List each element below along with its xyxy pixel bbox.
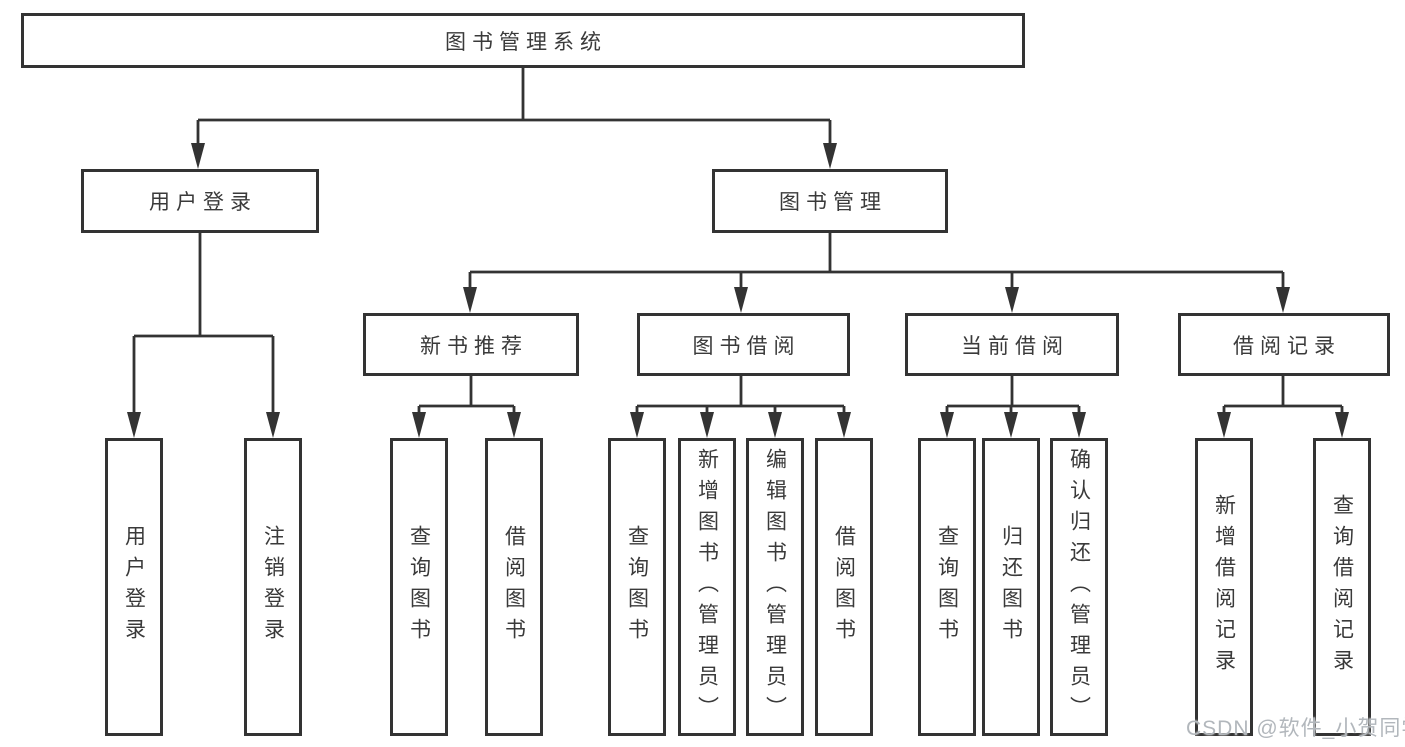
leaf-query-borrow-record: 查询借阅记录 [1313, 438, 1371, 736]
node-label: 借阅图书 [832, 525, 856, 649]
leaf-query-books-borrowing: 查询图书 [608, 438, 666, 736]
node-label: 当前借阅 [961, 334, 1069, 358]
node-label: 查询图书 [407, 525, 431, 649]
node-label: 查询图书 [625, 525, 649, 649]
leaf-edit-books-admin: 编辑图书（管理员） [746, 438, 804, 736]
node-label: 归还图书 [999, 525, 1023, 649]
node-user-login: 用户登录 [81, 169, 319, 233]
node-label: 用户登录 [122, 525, 146, 649]
node-current-borrowing: 当前借阅 [905, 313, 1119, 376]
node-library-management-system: 图书管理系统 [21, 13, 1025, 68]
leaf-logout: 注销登录 [244, 438, 302, 736]
leaf-query-books-current: 查询图书 [918, 438, 976, 736]
node-label: 查询借阅记录 [1330, 494, 1354, 680]
node-book-management: 图书管理 [712, 169, 948, 233]
node-new-book-recommendation: 新书推荐 [363, 313, 579, 376]
leaf-borrow-books-recommend: 借阅图书 [485, 438, 543, 736]
leaf-return-books: 归还图书 [982, 438, 1040, 736]
node-label: 图书管理系统 [445, 30, 607, 54]
node-label: 新增借阅记录 [1212, 494, 1236, 680]
node-label: 注销登录 [261, 525, 285, 649]
leaf-confirm-return-admin: 确认归还（管理员） [1050, 438, 1108, 736]
leaf-add-books-admin: 新增图书（管理员） [678, 438, 736, 736]
node-book-borrowing: 图书借阅 [637, 313, 850, 376]
leaf-query-books-recommend: 查询图书 [390, 438, 448, 736]
node-label: 用户登录 [149, 191, 257, 214]
node-label: 新增图书（管理员） [695, 447, 719, 727]
node-label: 新书推荐 [420, 334, 528, 358]
node-label: 编辑图书（管理员） [763, 447, 787, 727]
node-borrowing-records: 借阅记录 [1178, 313, 1390, 376]
node-label: 借阅记录 [1233, 334, 1341, 358]
node-label: 图书借阅 [692, 334, 801, 358]
leaf-user-login: 用户登录 [105, 438, 163, 736]
node-label: 查询图书 [935, 525, 959, 649]
leaf-add-borrow-record: 新增借阅记录 [1195, 438, 1253, 736]
node-label: 图书管理 [779, 191, 887, 214]
csdn-watermark: CSDN @软件_小贺同学 [1186, 717, 1405, 740]
node-label: 确认归还（管理员） [1067, 447, 1091, 727]
node-label: 借阅图书 [502, 525, 526, 649]
leaf-borrow-books: 借阅图书 [815, 438, 873, 736]
